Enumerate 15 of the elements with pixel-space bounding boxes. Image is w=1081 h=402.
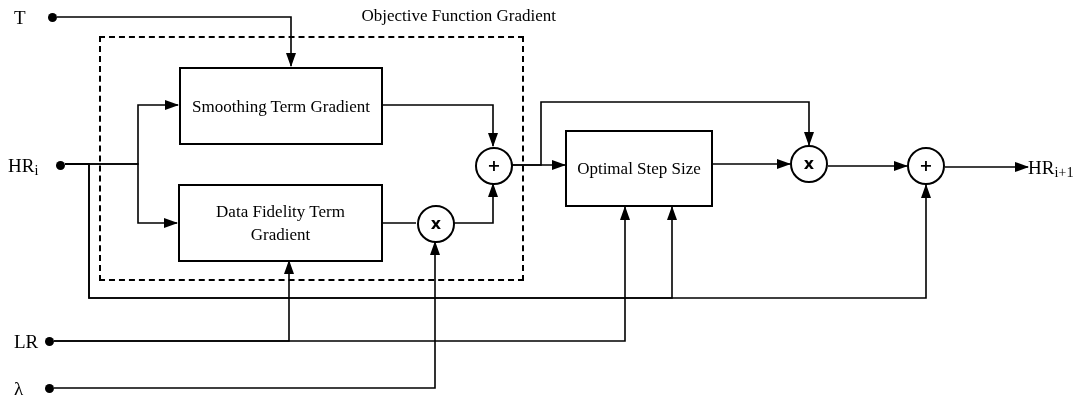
- input-label: T: [14, 7, 26, 27]
- arrow: [712, 159, 791, 169]
- output-label: HR$_{i+1}$: [1028, 154, 1081, 180]
- process-box: Smoothing Term Gradient: [179, 67, 383, 145]
- process-box: Data Fidelity Term Gradient: [178, 184, 383, 262]
- arrow: [827, 161, 908, 171]
- arrow: [53, 241, 440, 389]
- input-label: HR$_{i}$: [8, 155, 39, 175]
- input-label: LR: [14, 331, 39, 351]
- group-title: Objective Function Gradient: [361, 7, 556, 24]
- process-box: Optimal Step Size: [565, 130, 713, 207]
- input-label: λ: [14, 378, 24, 398]
- arrow: [53, 206, 630, 342]
- arrow: [56, 16, 296, 67]
- arrow: [944, 162, 1029, 172]
